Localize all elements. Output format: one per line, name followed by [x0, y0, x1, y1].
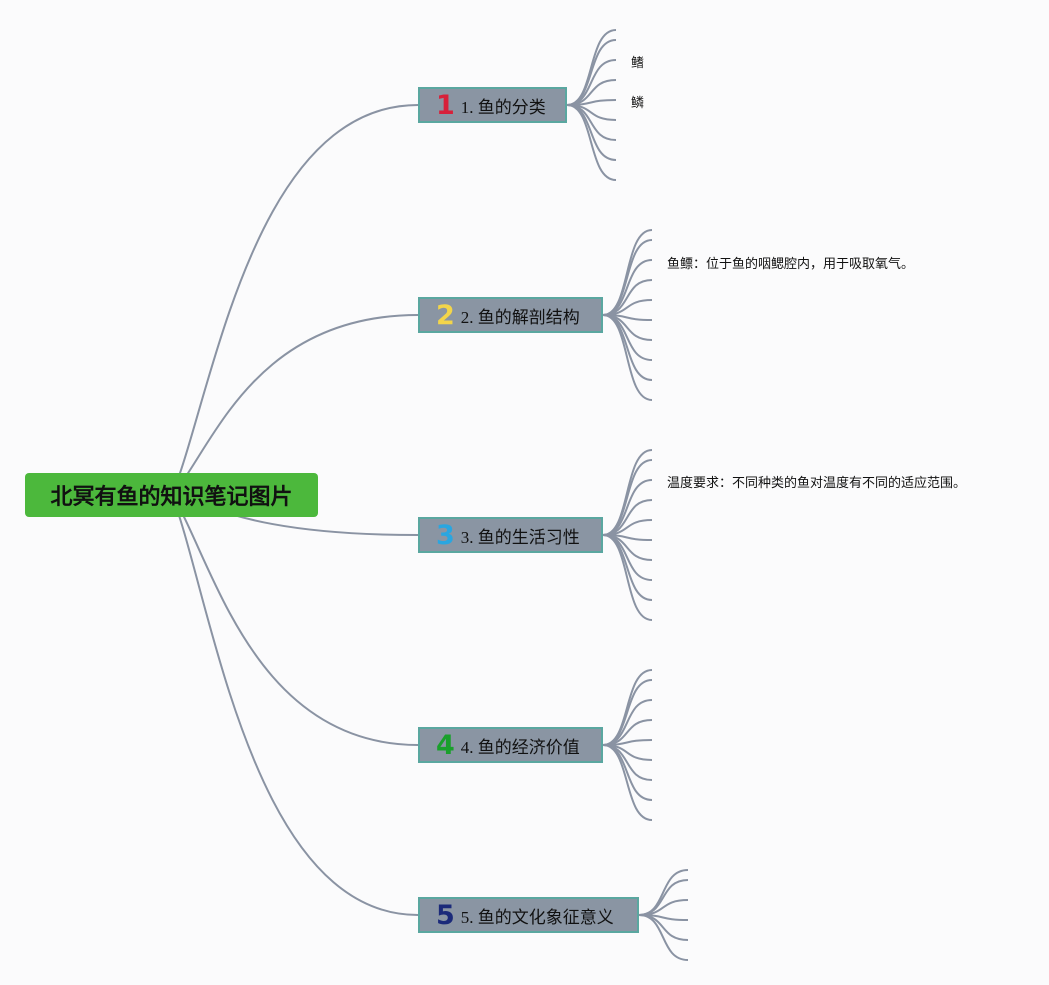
branch-node-2[interactable]: 2 2. 鱼的解剖结构	[418, 297, 603, 333]
branch-node-1[interactable]: 1 1. 鱼的分类	[418, 87, 567, 123]
branch-label-4: 4. 鱼的经济价值	[460, 737, 580, 757]
leaf-connector-3-8	[602, 534, 653, 581]
leaf-connector-1-9	[566, 104, 617, 181]
root-connector-4	[171, 494, 419, 746]
branch-number-5: 5	[436, 899, 455, 931]
root-connector-2	[171, 314, 419, 496]
leaf-connector-5-2	[638, 879, 689, 916]
root-node[interactable]: 北冥有鱼的知识笔记图片	[25, 473, 318, 517]
leaf-connector-1-2	[566, 39, 617, 106]
branch-number-4: 4	[436, 729, 455, 761]
branch-number-3: 3	[436, 519, 455, 551]
branch-node-3[interactable]: 3 3. 鱼的生活习性	[418, 517, 603, 553]
leaf-connector-3-9	[602, 534, 653, 601]
branch-label-1: 1. 鱼的分类	[460, 97, 546, 117]
leaf-connector-3-2	[602, 459, 653, 536]
root-title: 北冥有鱼的知识笔记图片	[50, 485, 293, 510]
leaf-connector-2-8	[602, 314, 653, 361]
leaf-scale[interactable]: 鳞	[631, 96, 645, 111]
leaf-connector-2-9	[602, 314, 653, 381]
branch-label-2: 2. 鱼的解剖结构	[460, 307, 580, 327]
leaf-connector-2-2	[602, 239, 653, 316]
leaf-connector-3-10	[602, 534, 653, 621]
branch-number-1: 1	[436, 89, 455, 121]
leaf-fin[interactable]: 鳍	[631, 56, 645, 71]
leaf-connector-2-10	[602, 314, 653, 401]
branch-label-3: 3. 鱼的生活习性	[460, 527, 580, 547]
branch-node-4[interactable]: 4 4. 鱼的经济价值	[418, 727, 603, 763]
branch-node-5[interactable]: 5 5. 鱼的文化象征意义	[418, 897, 639, 933]
root-connector-1	[171, 104, 419, 496]
branch-number-2: 2	[436, 299, 455, 331]
leaf-connector-4-9	[602, 744, 653, 821]
leaf-connector-5-6	[638, 914, 689, 961]
leaf-temperature[interactable]: 温度要求：不同种类的鱼对温度有不同的适应范围。	[667, 476, 967, 491]
branch-label-5: 5. 鱼的文化象征意义	[460, 907, 614, 927]
leaf-connector-4-2	[602, 679, 653, 746]
root-connector-5	[171, 494, 419, 916]
leaf-gill[interactable]: 鱼鳔：位于鱼的咽鳃腔内，用于吸取氧气。	[667, 257, 915, 272]
